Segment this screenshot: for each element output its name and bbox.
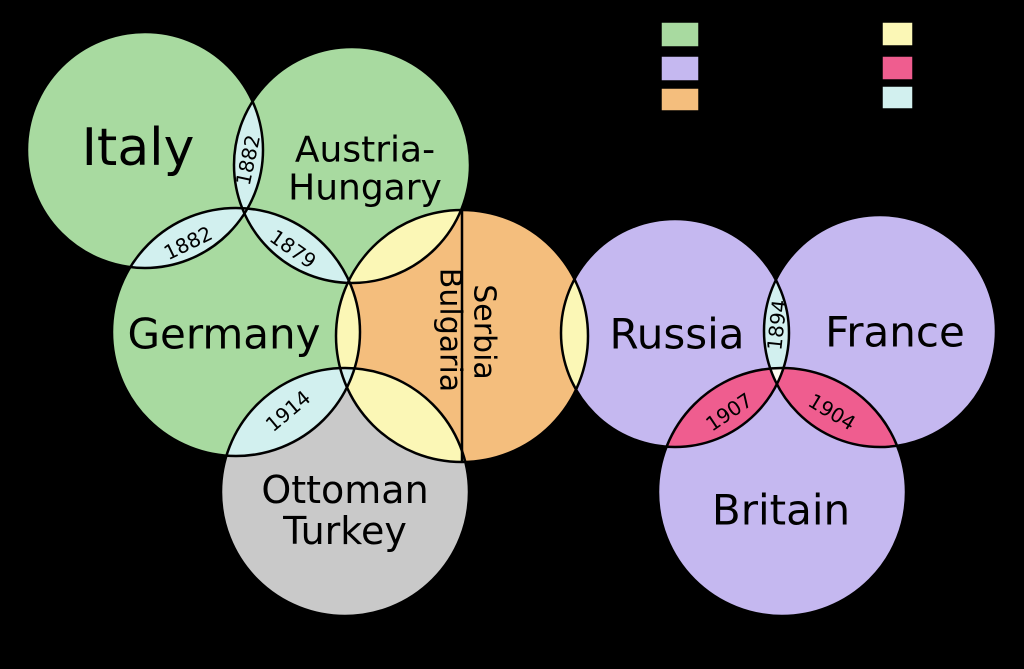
ottoman-turkey-label-line2: Turkey [282,509,407,553]
britain-circle-outline [656,366,908,618]
france-circle-outline [762,213,998,449]
lens-germany-ottoman [221,368,360,456]
legend-swatch-green [660,21,700,48]
austria-hungary-label-line1: Austria- [295,130,435,171]
legend-swatch-lightblue [881,85,914,110]
legend-swatch-purple [660,55,700,82]
germany-circle-outline [110,206,362,458]
overlap-ottoman-bulgaria [336,368,469,462]
austria-hungary-circle-outline [232,45,472,285]
italy-circle-outline [25,30,265,270]
legend-right-group [881,21,914,110]
legend-swatch-yellow [881,21,914,47]
russia-label: Russia [609,310,744,359]
france-label: France [825,308,965,357]
year-russia-france: 1894 [762,298,791,351]
lens-france-britain [764,368,906,447]
legend-swatch-pink [881,55,914,81]
russia-circle-outline [559,217,791,449]
lens-russia-britain [658,368,789,447]
ottoman-turkey-circle-outline [219,366,471,618]
overlap-austria-bulgaria [336,210,470,283]
bulgaria-serbia-circle-outline [334,208,590,464]
italy-label: Italy [82,118,195,178]
bulgaria-label: Bulgaria [433,268,468,392]
serbia-label: Serbia [467,284,502,380]
ottoman-turkey-label-line1: Ottoman [261,468,428,512]
austria-hungary-label-line2: Hungary [288,168,442,209]
italy-circle [27,32,263,268]
germany-label: Germany [127,310,320,359]
britain-label: Britain [712,486,850,535]
legend-swatch-orange [660,87,700,112]
legend-left-group [660,21,700,112]
